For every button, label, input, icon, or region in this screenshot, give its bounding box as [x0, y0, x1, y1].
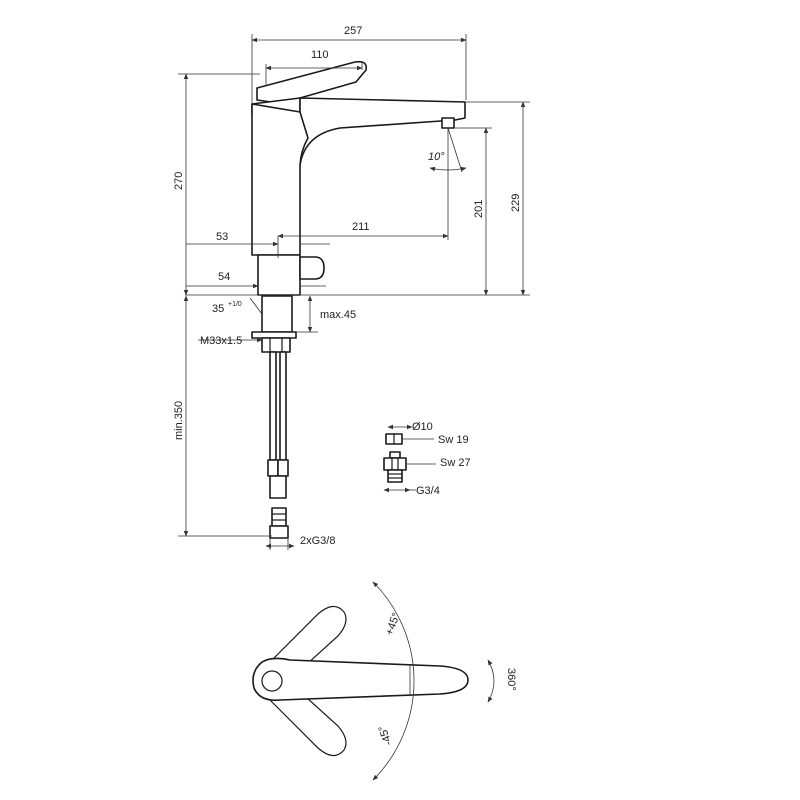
- swing-arc: [372, 581, 415, 781]
- rotation-arc: [487, 659, 495, 703]
- adapter-thread: [387, 469, 403, 483]
- lever-handle: [256, 60, 368, 105]
- adapter-top: [389, 451, 401, 459]
- dim-53: 53: [216, 231, 228, 243]
- adapter-hex: [383, 457, 407, 471]
- dim-height-total: 270: [173, 172, 185, 190]
- handle-position-minus45: [264, 687, 347, 757]
- dim-lever-length: 110: [311, 49, 329, 61]
- dim-diameter-10: Ø10: [412, 421, 433, 433]
- hose-crimp-left: [267, 459, 279, 477]
- base-block: [257, 254, 301, 296]
- label-minus45: -45°: [377, 724, 395, 747]
- side-knob: [299, 256, 325, 280]
- dim-sw27: Sw 27: [440, 457, 471, 469]
- faucet-top-view: +45° -45° 360°: [252, 581, 517, 781]
- hose-fitting-nut: [269, 525, 289, 539]
- aerator: [441, 117, 455, 129]
- dim-thread: M33x1.5: [200, 335, 242, 347]
- dim-angle-35: 35: [212, 303, 224, 315]
- supply-hose-right: [279, 351, 287, 461]
- fitting-detail: Ø10 Sw 19 Sw 27 G3/4: [383, 421, 471, 497]
- dim-hose-length: min.350: [173, 401, 185, 440]
- hose-fitting: [271, 507, 287, 527]
- dim-g34: G3/4: [416, 485, 440, 497]
- handle-pivot: [261, 670, 283, 692]
- dim-angle-spout: 10°: [428, 151, 445, 163]
- dim-max-thickness: max.45: [320, 309, 356, 321]
- hose-sleeve: [269, 475, 287, 499]
- handle-top: [252, 657, 469, 702]
- faucet-body: [251, 103, 309, 256]
- faucet-side-view: [185, 60, 530, 539]
- supply-hose-left: [269, 351, 277, 461]
- dim-width-total: 257: [344, 25, 362, 37]
- dimensions: 257 110 270 229 201 10° 211 53: [173, 25, 530, 550]
- mounting-washer: [251, 331, 297, 339]
- dim-angle-35-tol: +1/0: [228, 301, 242, 308]
- dim-spout-reach: 211: [352, 221, 370, 233]
- dim-height-right: 229: [510, 194, 522, 212]
- hose-crimp-right: [277, 459, 289, 477]
- mounting-shank: [261, 295, 293, 333]
- dim-54: 54: [218, 271, 230, 283]
- dim-sw19: Sw 19: [438, 434, 469, 446]
- label-rotation: 360°: [505, 668, 517, 691]
- dim-spout-height: 201: [473, 200, 485, 218]
- handle-position-plus45: [264, 605, 347, 675]
- mounting-nut: [261, 337, 291, 353]
- dim-hose-connection: 2xG3/8: [300, 535, 335, 547]
- label-plus45: +45°: [384, 611, 403, 637]
